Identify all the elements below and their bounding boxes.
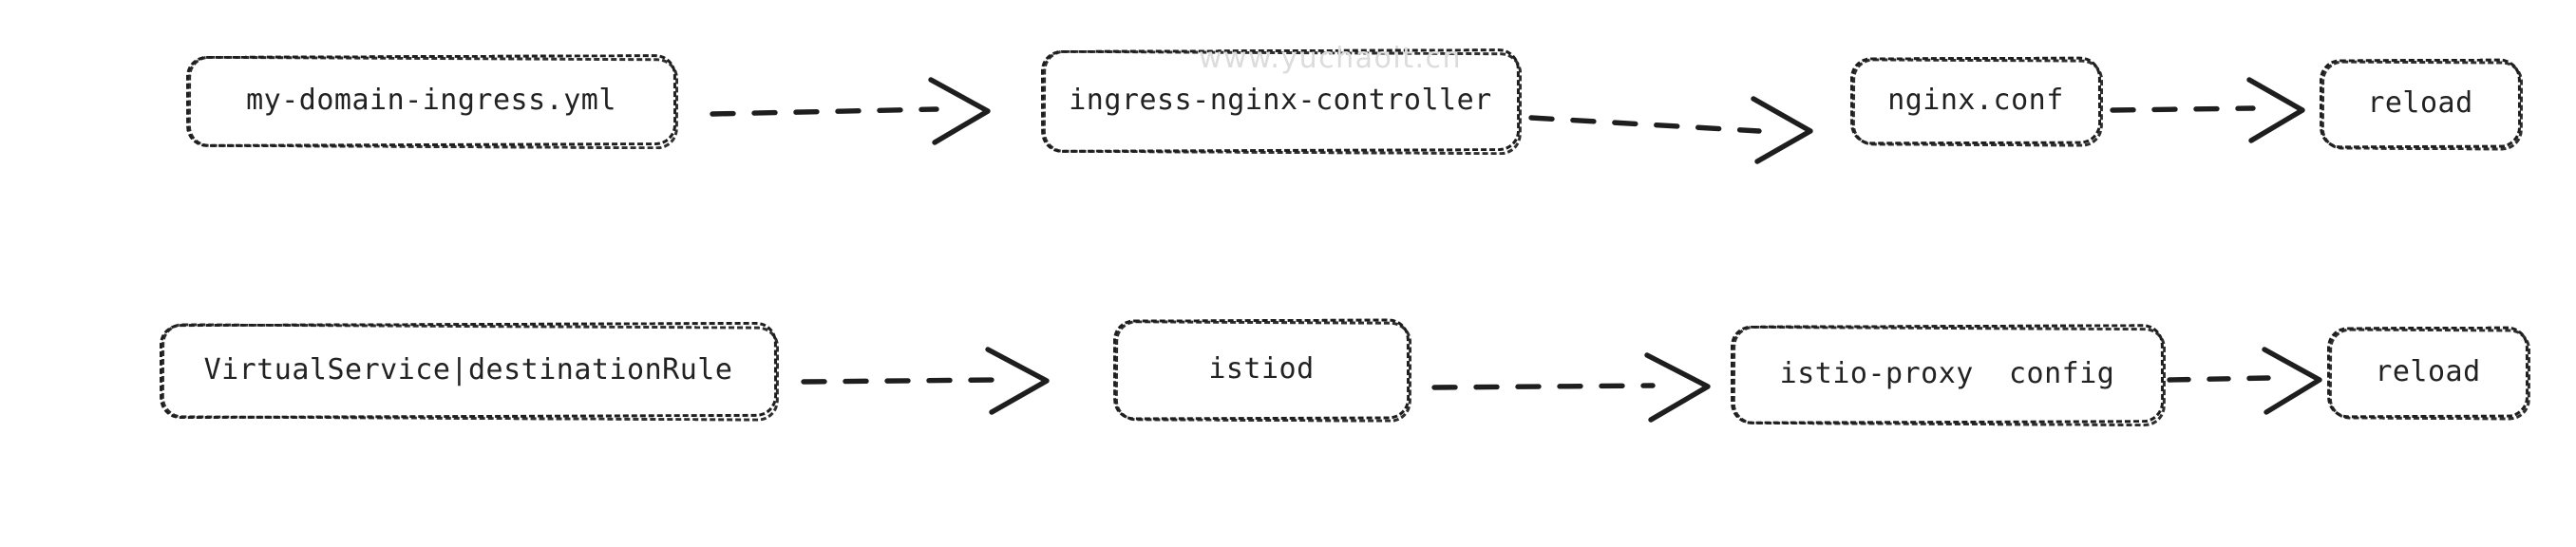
node-label: reload — [2375, 355, 2481, 388]
arrow-istiod-to-istio-proxy-config — [1431, 346, 1738, 423]
node-label: VirtualService|destinationRule — [203, 353, 733, 387]
arrow-nginx-conf-to-reload — [2110, 70, 2329, 146]
flow-row-istio: VirtualService|destinationRule istiod is… — [0, 304, 2576, 456]
node-virtualservice-destinationrule[interactable]: VirtualService|destinationRule — [159, 321, 780, 422]
arrow-controller-to-nginx-conf — [1528, 84, 1835, 164]
node-nginx-conf[interactable]: nginx.conf — [1849, 56, 2104, 147]
arrow-virtualservice-to-istiod — [801, 342, 1071, 418]
arrow-ingress-yml-to-controller — [710, 74, 1011, 150]
node-label: istiod — [1208, 352, 1315, 386]
node-istiod[interactable]: istiod — [1112, 318, 1412, 423]
flow-row-ingress-nginx: my-domain-ingress.yml ingress-nginx-cont… — [0, 40, 2576, 192]
node-reload-nginx[interactable]: reload — [2319, 58, 2524, 151]
node-label: reload — [2367, 86, 2473, 120]
arrow-istio-proxy-config-to-reload — [2167, 340, 2344, 416]
node-my-domain-ingress-yml[interactable]: my-domain-ingress.yml — [185, 54, 679, 150]
node-label: istio-proxy config — [1779, 357, 2115, 390]
node-label: ingress-nginx-controller — [1069, 84, 1492, 117]
node-istio-proxy-config[interactable]: istio-proxy config — [1730, 324, 2167, 427]
node-label: nginx.conf — [1887, 84, 2064, 117]
node-label: my-domain-ingress.yml — [246, 84, 616, 117]
node-ingress-nginx-controller[interactable]: ingress-nginx-controller — [1040, 48, 1523, 156]
node-reload-istio[interactable]: reload — [2326, 326, 2531, 421]
